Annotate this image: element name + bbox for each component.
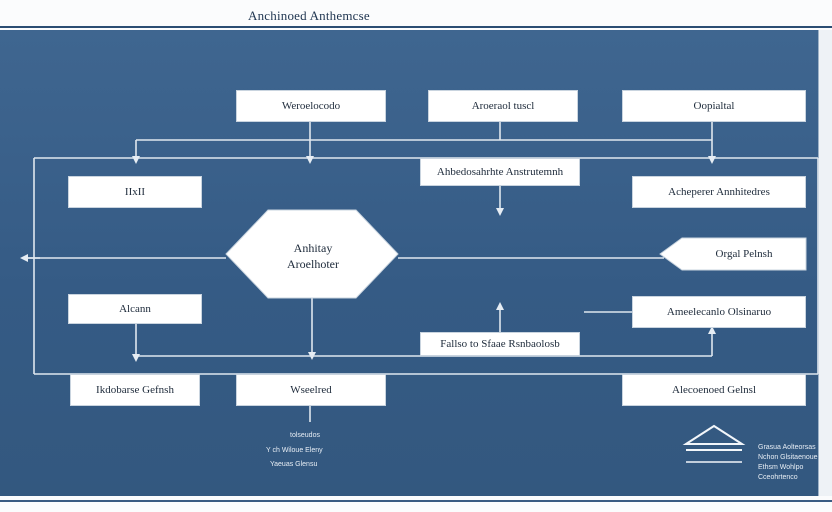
- footer-note-1: tolseudos: [290, 432, 320, 439]
- box-right-1: Acheperer Annhitedres: [632, 176, 806, 208]
- box-top-mid: Aroeraol tuscl: [428, 90, 578, 122]
- box-top-left: Weroelocodo: [236, 90, 386, 122]
- hexagon-label-line1: Anhitay: [293, 241, 333, 255]
- box-right-3: Ameelecanlo Olsinaruo: [632, 296, 806, 328]
- box-bottom-mid: Wseelred: [236, 374, 386, 406]
- top-rule: [0, 26, 832, 28]
- hexagon-label: Anhitay Aroelhoter: [230, 240, 396, 272]
- box-mid-lower: Fallso to Sfaae Rsnbaolosb: [420, 332, 580, 356]
- central-hexagon: [225, 209, 399, 299]
- box-left-2: Alcann: [68, 294, 202, 324]
- box-right-2: Orgal Pelnsh: [715, 247, 773, 260]
- right-2-tag-shape: [659, 237, 807, 271]
- hexagon-label-line2: Aroelhoter: [287, 257, 339, 271]
- box-bottom-right: Alecoenoed Gelnsl: [622, 374, 806, 406]
- footer-note-2: Y ch Wiloue Eleny: [266, 447, 323, 454]
- box-mid-center: Ahbedosahrhte Anstrutemnh: [420, 158, 580, 186]
- box-bottom-left: Ikdobarse Gefnsh: [70, 374, 200, 406]
- logo-note-2: Nchon Glsitaenoue: [758, 454, 818, 461]
- logo-note-3: Ethsm Wohlpo: [758, 464, 804, 471]
- logo-note-1: Grasua Aolteorsas: [758, 444, 816, 451]
- diagram-title: Anchinoed Anthemcse: [248, 8, 370, 23]
- logo-note-4: Cceohrtenco: [758, 474, 798, 481]
- house-logo-icon: [682, 424, 746, 463]
- footer-note-3: Yaeuas Glensu: [270, 461, 318, 468]
- box-top-right: Oopialtal: [622, 90, 806, 122]
- box-left-1: IIxII: [68, 176, 202, 208]
- bottom-rule: [0, 500, 832, 502]
